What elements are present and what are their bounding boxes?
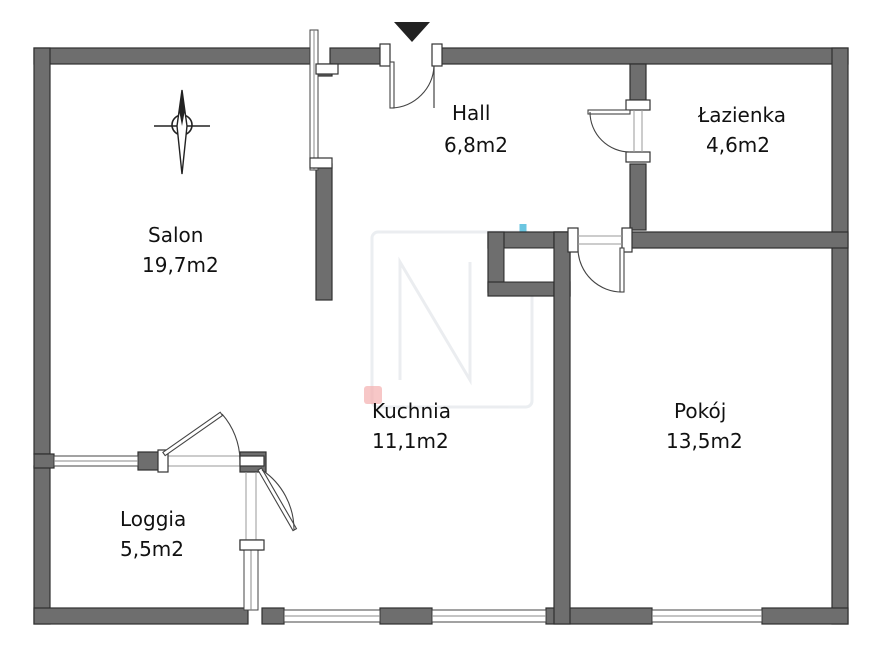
loggia-door	[157, 411, 298, 551]
room-area: 4,6m2	[706, 133, 770, 157]
room-area: 6,8m2	[444, 133, 508, 157]
room-area: 19,7m2	[142, 253, 219, 277]
entrance-door	[379, 43, 443, 109]
room-label-loggia: Loggia 5,5m2	[120, 507, 186, 561]
room-name: Kuchnia	[372, 399, 451, 423]
room-name: Salon	[148, 223, 203, 247]
room-name: Hall	[452, 101, 490, 125]
room-label-kuchnia: Kuchnia 11,1m2	[372, 399, 451, 453]
room-label-pokoj: Pokój 13,5m2	[666, 399, 743, 453]
room-area: 11,1m2	[372, 429, 449, 453]
loggia-side-window	[243, 547, 259, 611]
loggia-window	[53, 455, 139, 467]
room-area: 13,5m2	[666, 429, 743, 453]
doors	[157, 43, 651, 551]
lazienka-door	[587, 99, 651, 163]
internal-walls	[33, 63, 849, 625]
compass-icon	[154, 89, 210, 175]
room-name: Loggia	[120, 507, 186, 531]
room-area: 5,5m2	[120, 537, 184, 561]
room-name: Pokój	[674, 399, 726, 423]
room-label-salon: Salon 19,7m2	[142, 223, 219, 277]
pokoj-door	[567, 227, 633, 293]
entrance-arrow-icon	[394, 22, 430, 42]
room-label-lazienka: Łazienka 4,6m2	[697, 103, 786, 157]
salon-window	[309, 29, 339, 171]
room-label-hall: Hall 6,8m2	[444, 101, 508, 157]
windows	[53, 29, 763, 623]
room-name: Łazienka	[697, 103, 786, 127]
pokoj-window	[651, 609, 763, 623]
watermark-dot	[364, 386, 382, 404]
kuchnia-window-1	[283, 609, 381, 623]
kuchnia-window-2	[431, 609, 547, 623]
